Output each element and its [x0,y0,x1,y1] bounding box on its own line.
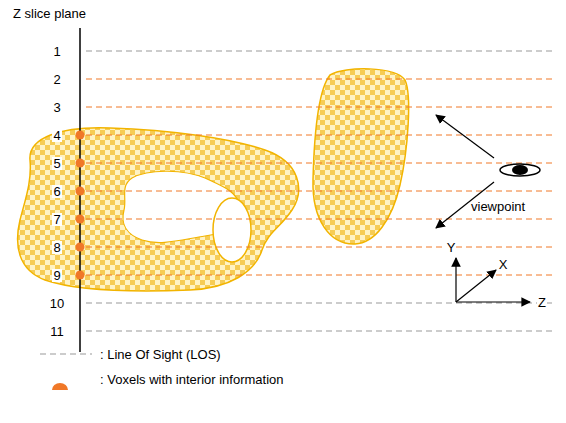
object-body [18,128,299,291]
line-number: 7 [52,213,61,226]
legend-line-sample [40,354,92,355]
legend-text: : Voxels with interior information [100,373,284,386]
viewpoint-label: viewpoint [470,200,526,213]
legend-text: : Line Of Sight (LOS) [100,348,221,361]
eye-symbol [500,164,540,176]
line-number: 5 [52,157,61,170]
interior-voxels [76,131,85,280]
axes [456,258,530,302]
object-right [313,69,409,244]
line-number: 3 [52,101,61,114]
los-lines [86,51,556,331]
view-arrow [436,115,494,158]
line-number: 11 [49,325,65,338]
axis-label: Z [537,296,547,309]
line-number: 9 [52,269,61,282]
line-number: 2 [52,73,61,86]
object-cavity [213,198,251,262]
slice-title: Z slice plane [12,7,87,20]
legend-dot-sample [52,383,68,390]
line-number: 8 [52,241,61,254]
line-number: 1 [52,45,61,58]
axis-label: X [498,258,509,271]
axis-label: Y [446,241,457,254]
line-number: 6 [52,185,61,198]
line-number: 10 [49,297,65,310]
line-number: 4 [52,129,61,142]
